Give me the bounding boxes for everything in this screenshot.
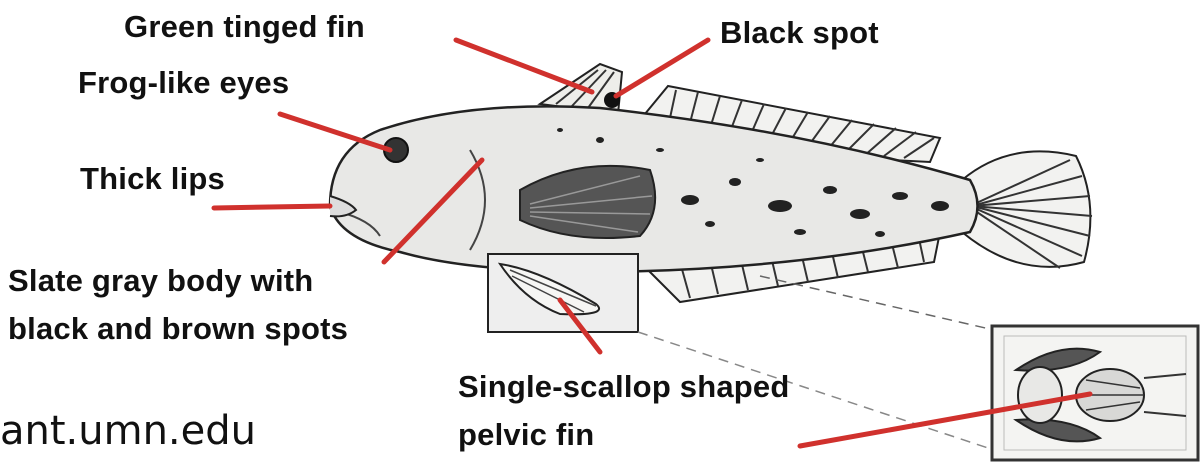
pointer-lips [214,206,330,208]
label-body-line1: Slate gray body with [8,262,313,300]
connector-dashed-top [760,276,994,330]
source-credit: ant.umn.edu [0,408,256,454]
label-thick-lips: Thick lips [80,160,225,198]
label-frog-like-eyes: Frog-like eyes [78,64,289,102]
pointer-green-fin [456,40,592,92]
label-body-line2: black and brown spots [8,310,348,348]
label-black-spot: Black spot [720,14,879,52]
label-pelvic-line2: pelvic fin [458,416,594,454]
label-green-tinged-fin: Green tinged fin [124,8,365,46]
pointer-black-spot [616,40,708,96]
tail-fin [962,151,1092,268]
label-pelvic-line1: Single-scallop shaped [458,368,790,406]
